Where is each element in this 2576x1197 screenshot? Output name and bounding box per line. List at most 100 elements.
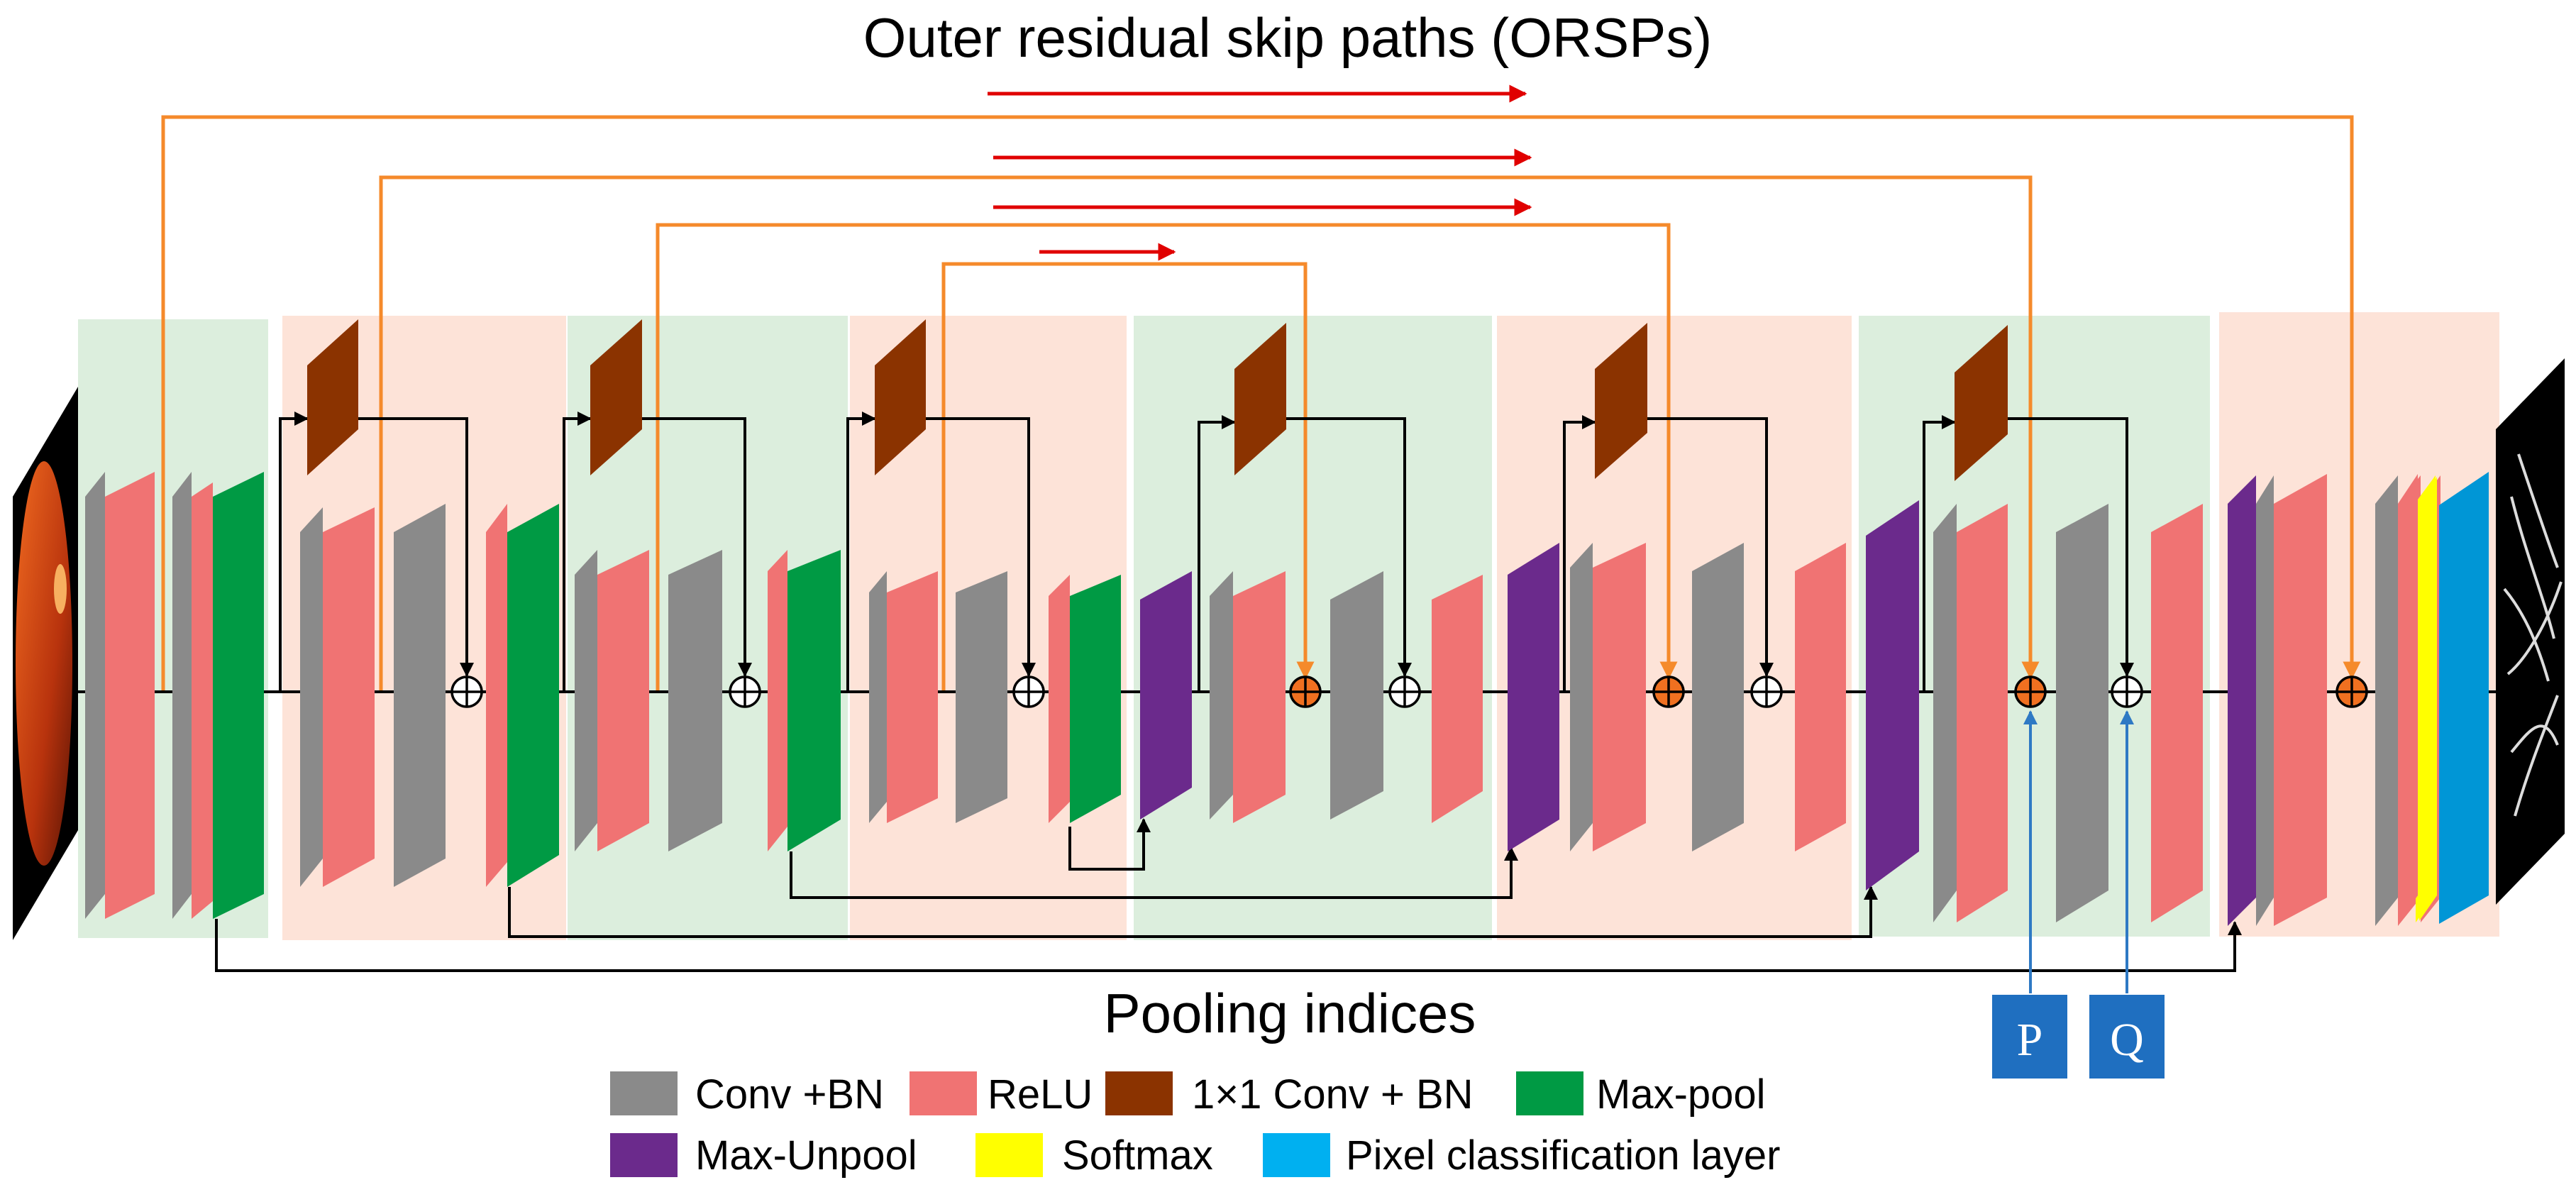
output-vessel-map	[2496, 358, 2565, 905]
branch-1-out	[358, 417, 474, 677]
legend-label-pixel-classification: Pixel classification layer	[1346, 1132, 1780, 1179]
layer-maxpool	[787, 550, 841, 851]
layer-maxunpool	[2228, 475, 2256, 926]
layer-conv	[2056, 504, 2108, 922]
layer-maxunpool	[1140, 571, 1192, 820]
layer-maxunpool	[1866, 500, 1919, 890]
branch-5-out	[1647, 417, 1774, 677]
add-node	[1750, 675, 1783, 708]
layer-1x1-conv	[875, 319, 926, 475]
layer-conv	[2256, 475, 2274, 926]
layer-relu	[2151, 504, 2203, 922]
layer-relu	[323, 507, 375, 887]
input-fundus-image	[13, 387, 78, 940]
branch-4-in	[1198, 415, 1236, 692]
layer-maxpool	[507, 504, 559, 887]
pool-idx-path-2	[790, 846, 1518, 899]
legend-swatch-maxpool	[1516, 1071, 1583, 1115]
legend: Conv +BN ReLU 1×1 Conv + BN Max-pool Max…	[610, 1071, 1780, 1179]
q-box	[2089, 995, 2165, 1079]
inner-residual-branches	[279, 412, 2134, 692]
layer-conv	[1570, 543, 1593, 851]
probe-markers: P Q	[1992, 710, 2165, 1079]
legend-swatch-maxunpool	[610, 1133, 678, 1177]
pooling-index-paths	[215, 818, 2242, 972]
legend-label-maxpool: Max-pool	[1596, 1071, 1766, 1118]
orsp-path-1	[161, 115, 2361, 692]
branch-2-out	[642, 417, 752, 677]
orsp-add-node	[1289, 675, 1322, 708]
layer-softmax	[2419, 477, 2437, 921]
layer-relu	[1233, 571, 1286, 823]
branch-2-in	[563, 412, 592, 692]
orsp-add-node	[2335, 675, 2368, 708]
legend-swatch-relu	[910, 1071, 977, 1115]
legend-swatch-1x1-conv	[1105, 1071, 1173, 1115]
addition-nodes	[450, 675, 2368, 708]
layer-relu	[2274, 474, 2327, 926]
layer-conv	[2375, 475, 2398, 926]
orsp-add-node	[1652, 675, 1685, 708]
layer-1x1-conv	[1595, 323, 1647, 479]
layer-maxunpool	[1508, 543, 1559, 851]
add-node	[729, 675, 761, 708]
layer-relu	[768, 550, 787, 851]
pool-idx-path-4	[215, 919, 2242, 972]
layer-conv	[575, 550, 597, 851]
orsp-path-2	[379, 175, 2040, 692]
layer-slabs	[85, 319, 2489, 926]
layer-1x1-conv	[1955, 325, 2008, 481]
layer-conv	[869, 571, 887, 823]
layer-relu	[1795, 543, 1846, 851]
layer-conv	[172, 472, 192, 919]
legend-swatch-softmax	[975, 1133, 1043, 1177]
layer-1x1-conv	[307, 319, 358, 475]
layer-relu	[105, 472, 155, 919]
layer-relu	[192, 482, 213, 919]
add-node	[1388, 675, 1421, 708]
layer-relu	[1593, 543, 1646, 851]
pool-idx-path-1	[1068, 818, 1151, 871]
p-box	[1992, 995, 2067, 1079]
layer-conv	[300, 507, 323, 887]
legend-label-maxunpool: Max-Unpool	[695, 1132, 917, 1179]
add-node	[1012, 675, 1045, 708]
legend-swatch-pixel-classification	[1263, 1133, 1330, 1177]
layer-maxpool	[1070, 575, 1121, 823]
legend-swatch-conv	[610, 1071, 678, 1115]
layer-conv	[956, 571, 1007, 823]
layer-1x1-conv	[1234, 323, 1286, 475]
layer-relu	[1432, 575, 1483, 823]
orsp-path-4	[941, 262, 1315, 692]
layer-relu	[597, 550, 649, 851]
layer-relu	[486, 504, 507, 887]
orsp-path-3	[656, 223, 1678, 692]
layer-relu	[887, 571, 938, 823]
layer-conv	[1210, 571, 1233, 820]
p-label: P	[2017, 1014, 2043, 1066]
layer-conv	[85, 472, 105, 919]
layer-conv	[1330, 571, 1383, 820]
legend-label-conv: Conv +BN	[695, 1071, 884, 1118]
branch-3-in	[846, 412, 876, 692]
branch-5-in	[1563, 415, 1596, 692]
layer-relu	[2398, 474, 2418, 924]
add-node	[450, 675, 483, 708]
add-node	[2111, 675, 2143, 708]
branch-3-out	[926, 417, 1036, 677]
layer-conv	[1692, 543, 1744, 851]
legend-label-softmax: Softmax	[1062, 1132, 1213, 1179]
layer-maxpool	[213, 472, 264, 919]
layer-1x1-conv	[590, 319, 642, 475]
layer-conv	[1933, 504, 1957, 922]
layer-pixel-classification	[2439, 472, 2489, 924]
direction-arrows	[988, 84, 1532, 261]
branch-1-in	[279, 412, 309, 692]
legend-label-1x1-conv: 1×1 Conv + BN	[1192, 1071, 1474, 1118]
orsp-add-node	[2014, 675, 2047, 708]
pooling-indices-label: Pooling indices	[1104, 982, 1476, 1044]
branch-6-in	[1923, 415, 1956, 692]
diagram-title: Outer residual skip paths (ORSPs)	[863, 6, 1712, 69]
layer-conv	[394, 504, 446, 887]
